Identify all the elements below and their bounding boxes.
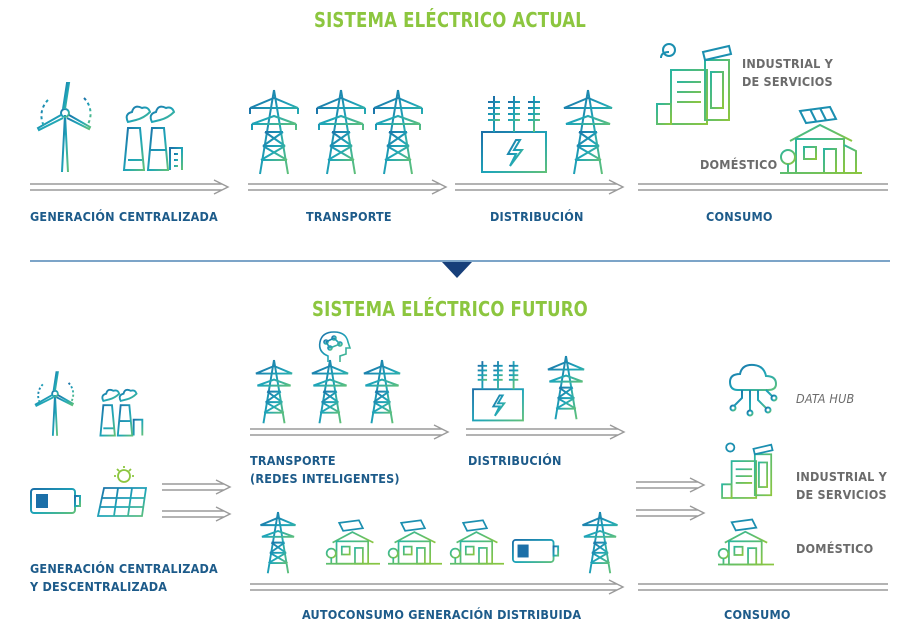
house-solar-icon (449, 516, 504, 568)
self-consumption-label: AUTOCONSUMO GENERACIÓN DISTRIBUIDA (302, 607, 582, 622)
future-domestic-label: DOMÉSTICO (796, 541, 874, 556)
industrial-building-icon (655, 42, 735, 127)
arrow-generation-lower (162, 506, 232, 522)
section-divider (30, 256, 890, 280)
transmission-tower-icon (372, 89, 424, 175)
stage-label-consumption: CONSUMO (706, 209, 773, 224)
transmission-tower-icon (580, 511, 620, 574)
arrow-distribution-future (466, 424, 626, 440)
stage-label-distribution: DISTRIBUCIÓN (490, 209, 584, 224)
battery-icon (30, 487, 82, 515)
data-hub-label: DATA HUB (796, 391, 855, 406)
transmission-tower-icon (248, 89, 300, 175)
substation-icon (480, 92, 548, 174)
wind-turbine-icon (30, 370, 80, 438)
transmission-tower-icon (315, 89, 367, 175)
power-plant-icon (96, 385, 154, 437)
future-distribution-label: DISTRIBUCIÓN (468, 453, 562, 468)
transmission-tower-icon (562, 89, 614, 175)
house-solar-icon (387, 516, 442, 568)
house-solar-icon (780, 105, 862, 175)
arrow-distribution-to-consumption (455, 179, 625, 195)
future-generation-label-line2: Y DESCENTRALIZADA (30, 579, 168, 594)
domestic-label: DOMÉSTICO (700, 157, 778, 172)
future-consumption-label: CONSUMO (724, 607, 791, 622)
consumption-line-future (638, 580, 888, 594)
house-solar-icon (325, 516, 380, 568)
transmission-tower-icon (362, 359, 402, 424)
arrow-generation-upper (162, 479, 232, 495)
future-system-title: SISTEMA ELÉCTRICO FUTURO (312, 297, 588, 321)
solar-panel-icon (96, 466, 152, 518)
arrow-transport-to-distribution (248, 179, 448, 195)
house-solar-icon (717, 516, 774, 568)
transmission-tower-icon (310, 359, 350, 424)
arrow-self-consumption (250, 579, 625, 595)
arrow-transport-to-distribution-future (250, 424, 450, 440)
wind-turbine-icon (30, 80, 100, 175)
power-plant-icon (118, 100, 198, 172)
artificial-intelligence-icon (314, 330, 354, 364)
stage-label-generation: GENERACIÓN CENTRALIZADA (30, 209, 218, 224)
arrow-generation-to-transport (30, 179, 230, 195)
transmission-tower-icon (254, 359, 294, 424)
cloud-data-hub-icon (728, 363, 778, 424)
future-generation-label-line1: GENERACIÓN CENTRALIZADA (30, 561, 218, 576)
industrial-label-line1: INDUSTRIAL Y (742, 56, 833, 71)
substation-icon (470, 358, 526, 422)
stage-label-transport: TRANSPORTE (306, 209, 392, 224)
future-industrial-label-line2: DE SERVICIOS (796, 487, 887, 502)
arrow-to-consumers-upper (636, 477, 706, 493)
transmission-tower-icon (258, 511, 298, 574)
arrow-to-consumers-lower (636, 505, 706, 521)
battery-icon (512, 538, 560, 564)
future-transport-label-line1: TRANSPORTE (250, 453, 336, 468)
transmission-tower-icon (546, 355, 586, 420)
industrial-label-line2: DE SERVICIOS (742, 74, 833, 89)
industrial-building-icon (720, 442, 776, 501)
future-industrial-label-line1: INDUSTRIAL Y (796, 469, 887, 484)
future-transport-label-line2: (REDES INTELIGENTES) (250, 471, 400, 486)
consumption-line (638, 180, 888, 194)
current-system-title: SISTEMA ELÉCTRICO ACTUAL (313, 8, 587, 32)
